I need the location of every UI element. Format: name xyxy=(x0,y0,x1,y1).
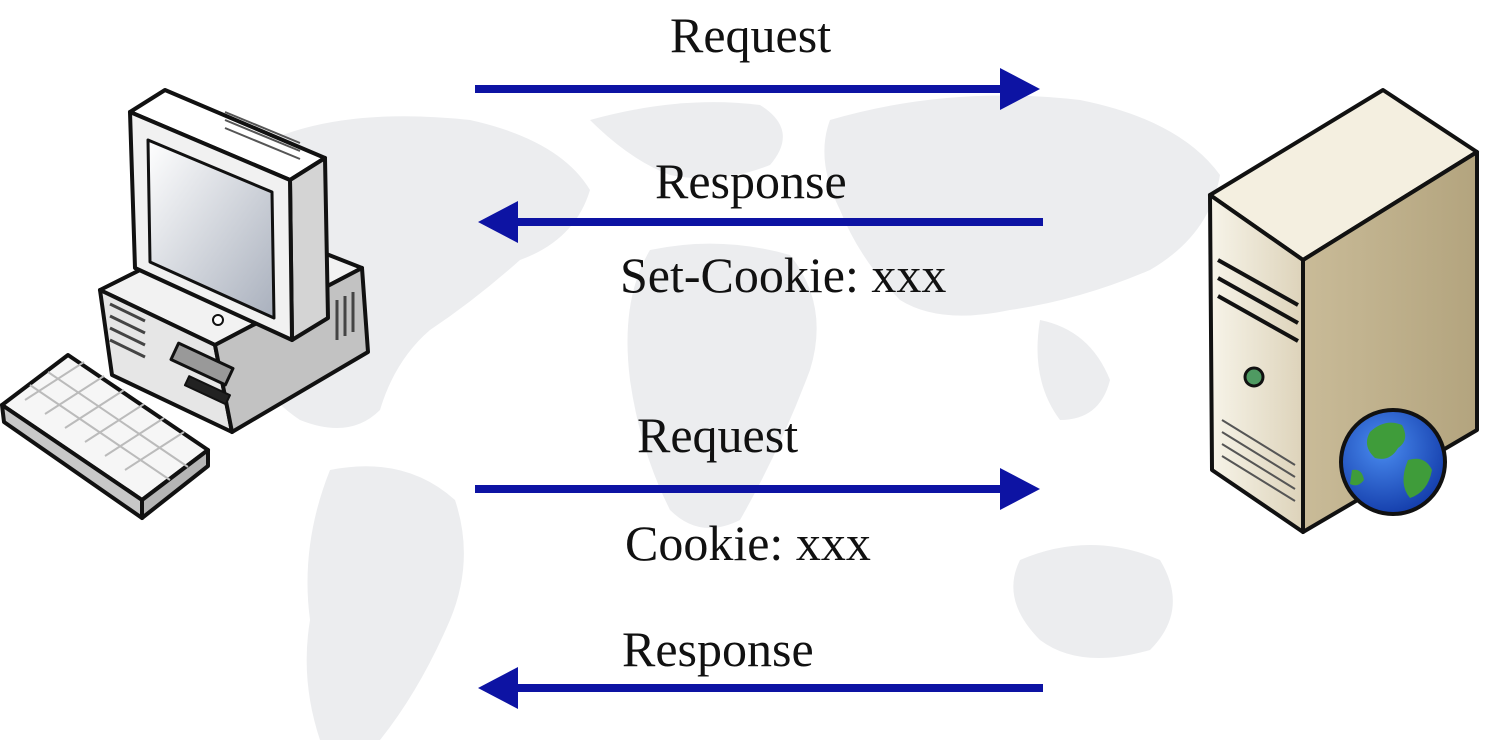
request-arrow-2-head xyxy=(1000,468,1040,510)
request-arrow-1-head xyxy=(1000,68,1040,110)
arrows xyxy=(475,68,1043,709)
response-arrow-1-head xyxy=(478,201,518,243)
message-labels: Request Response Set-Cookie: xxx Request… xyxy=(620,7,946,677)
globe-icon xyxy=(1339,408,1447,516)
desktop-computer-icon xyxy=(0,88,370,520)
request-label-2: Request xyxy=(637,407,798,463)
response-label-2: Response xyxy=(622,621,814,677)
response-arrow-2-head xyxy=(478,667,518,709)
cookie-header: Cookie: xxx xyxy=(625,515,871,571)
set-cookie-header: Set-Cookie: xxx xyxy=(620,247,946,303)
response-label-1: Response xyxy=(655,153,847,209)
request-label-1: Request xyxy=(670,7,831,63)
